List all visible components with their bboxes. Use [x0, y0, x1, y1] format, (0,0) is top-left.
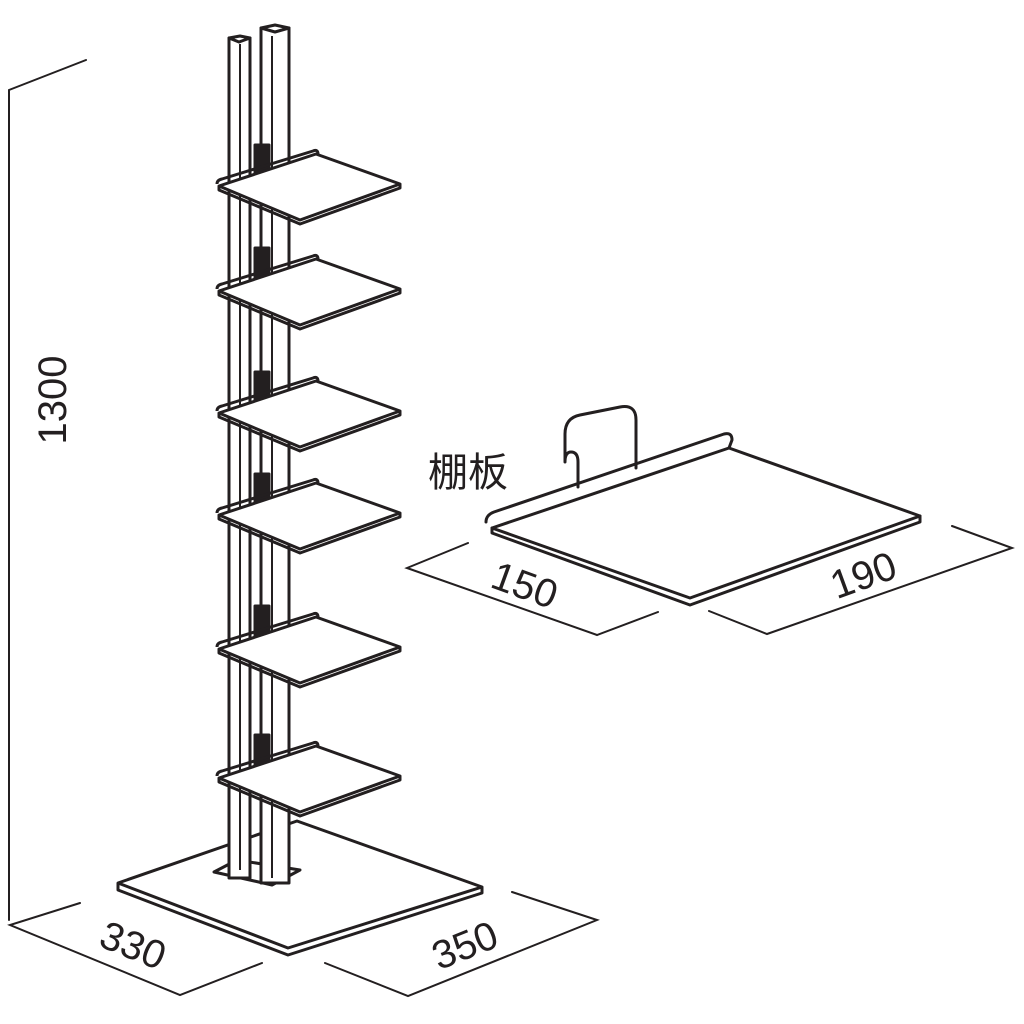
height-dimension-line [8, 59, 87, 921]
column-shelf-lip [215, 148, 320, 185]
base-width-dimension-label: 350 [426, 913, 504, 979]
shelf-board-edge [490, 514, 922, 607]
column-shelf-edge [217, 647, 402, 689]
column-shelf [215, 477, 402, 555]
base-depth-dimension-line [7, 902, 263, 997]
column-shelves [215, 148, 402, 818]
column-shelf [215, 611, 402, 689]
column-shelf-lip [215, 375, 320, 412]
column-shelf-edge [217, 289, 402, 331]
base-plate [116, 819, 484, 957]
shelf-depth-dimension-line [404, 542, 659, 637]
column-shelf [215, 253, 402, 331]
column-shelf-lip [215, 611, 320, 648]
column-post-right-top [259, 23, 291, 34]
dimension-lines [7, 59, 1015, 998]
shelf-hook [563, 405, 638, 489]
base-plate-edge [116, 883, 484, 957]
column-shelf-lip [215, 740, 320, 777]
shelf-depth-dimension-label: 150 [486, 554, 564, 618]
column-post-left-top [227, 34, 252, 44]
column-shelf-lip [215, 253, 320, 290]
column-shelf [215, 148, 402, 226]
shelf-board-label: 棚板 [428, 450, 508, 496]
column-shelf-edge [217, 776, 402, 818]
base-plate-top [116, 819, 484, 950]
column-shelf [215, 740, 402, 818]
base-width-dimension-line [324, 891, 600, 998]
column-shelf [215, 375, 402, 453]
column-shelf-edge [217, 184, 402, 226]
shelf-board-back-lip [484, 432, 734, 524]
base-depth-dimension-label: 330 [94, 913, 172, 979]
height-dimension-label: 1300 [31, 356, 75, 445]
column-shelf-edge [217, 411, 402, 453]
shelf-width-dimension-line [708, 525, 1015, 636]
column-shelf-lip [215, 477, 320, 514]
shelf-detail [484, 405, 922, 607]
column-shelf-edge [217, 513, 402, 555]
